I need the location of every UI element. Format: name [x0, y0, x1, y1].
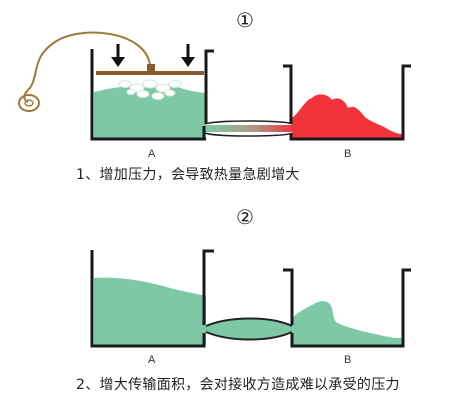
- panel-1: ①: [18, 8, 411, 160]
- down-arrow-icon: [111, 44, 125, 67]
- panel-2: ② A B: [90, 205, 411, 366]
- panel-1-number: ①: [236, 8, 254, 32]
- tank-a: [90, 49, 214, 141]
- pump-bulb-icon: [18, 31, 151, 112]
- tank-a-label: A: [148, 148, 156, 160]
- piston-lid: [96, 71, 204, 75]
- tank-b: [283, 64, 411, 141]
- tank-a-2: [90, 249, 214, 348]
- panel-2-number: ②: [236, 205, 254, 229]
- tank-a-label-2: A: [148, 354, 156, 366]
- pipe-flow: [205, 125, 295, 132]
- tank-a-fluid: [94, 86, 205, 138]
- piston-stem: [147, 64, 155, 72]
- tank-a-fluid-2: [94, 277, 206, 345]
- tank-b-label-2: B: [344, 354, 351, 366]
- tank-b-heat: [292, 94, 402, 138]
- tank-b-2: [283, 268, 411, 348]
- pipe: [204, 120, 294, 137]
- pipe-wide: [205, 317, 293, 341]
- down-arrow-icon: [181, 44, 195, 67]
- tank-b-label: B: [344, 148, 351, 160]
- panel-1-caption: 1、增加压力，会导致热量急剧增大: [76, 167, 300, 183]
- tank-b-fluid-2: [292, 301, 402, 345]
- panel-2-caption: 2、增大传输面积，会对接收方造成难以承受的压力: [76, 377, 400, 393]
- bubbles: [118, 79, 182, 100]
- pipe-flow-wide: [206, 318, 292, 340]
